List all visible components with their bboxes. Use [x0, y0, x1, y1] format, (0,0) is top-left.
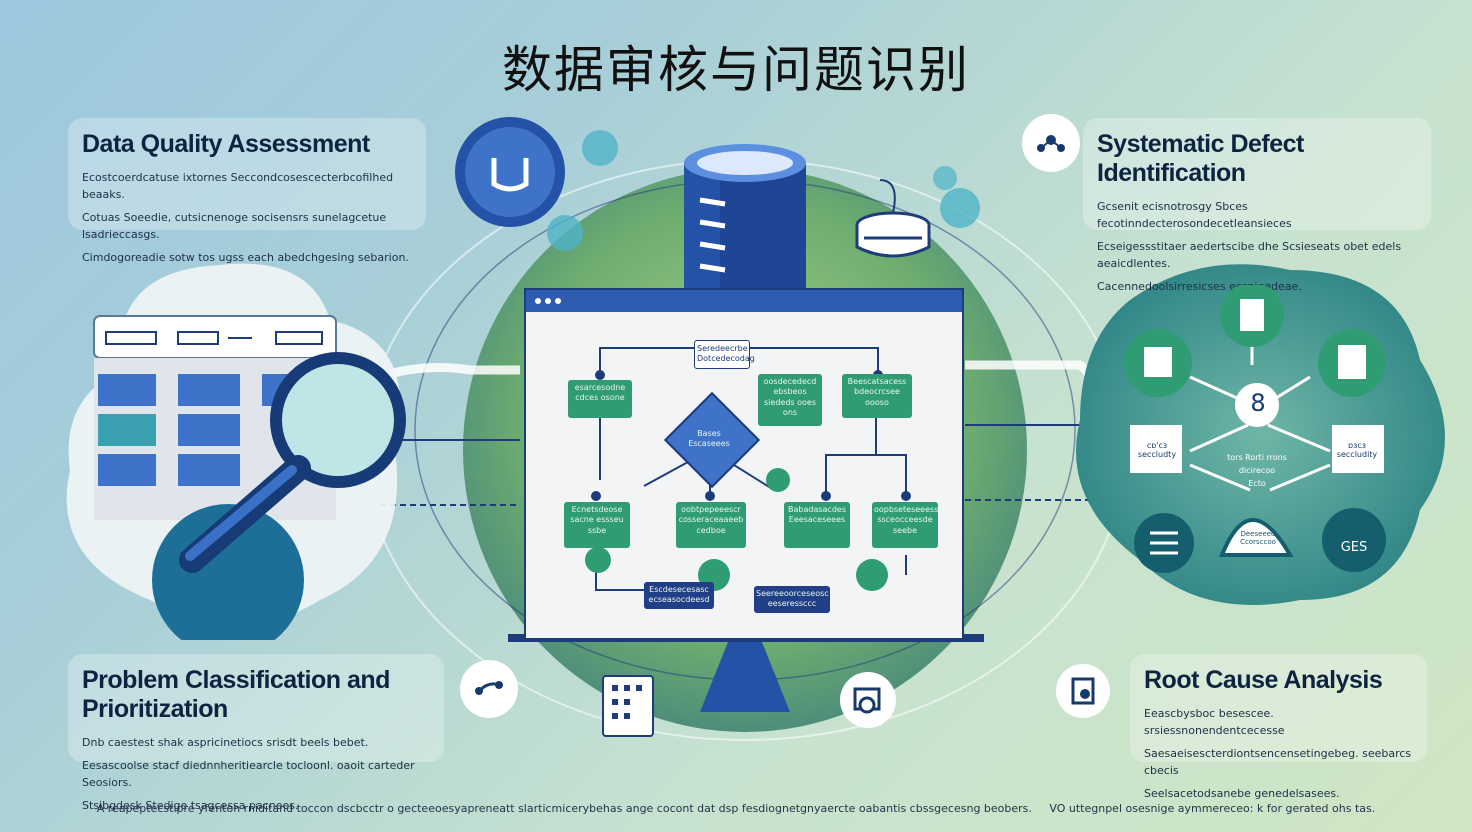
- panel-text: Saesaeisescterdiontsencensetingebeg. see…: [1144, 747, 1412, 778]
- database-icon: [684, 144, 806, 290]
- footer-left-text: A reapeptecstipre yfenton rniditand tocc…: [96, 802, 1032, 815]
- workflow-icon: [460, 660, 518, 718]
- panel-root-cause: Root Cause Analysis Eeascbysboc besescee…: [1130, 654, 1427, 800]
- cluster-right-label-line: seccludity: [1336, 450, 1378, 459]
- search-document-icon: [840, 672, 896, 728]
- panel-text: Eesascoolse stacf diednnheritiearcle toc…: [82, 759, 415, 790]
- panel-text: Ecostcoerdcatuse ixtornes Seccondcosesce…: [82, 171, 394, 202]
- cluster-ges-label: GES: [1340, 540, 1368, 555]
- panel-text: Ecseigessstitaer aedertscibe dhe Scsiese…: [1097, 240, 1402, 271]
- panel-text: Eeascbysboc besescee. srsiessnonendentce…: [1144, 707, 1285, 738]
- panel-text: Seelsacetodsanebe genedelsasees.: [1144, 787, 1340, 801]
- decor-dot: [933, 166, 957, 190]
- cluster-caption-line: tors Rorti rrons: [1227, 453, 1287, 462]
- flow-node-right-1: oosdecedecd ebsbeos siededs ooes ons: [758, 374, 822, 426]
- flow-node-footer: Escdesecesasc ecseasocdeesd: [644, 582, 714, 609]
- flow-node-left: esarcesodne cdces osone: [568, 380, 632, 418]
- monitor-stand: [700, 642, 790, 712]
- panel-heading: Problem Classification and Prioritizatio…: [82, 666, 390, 723]
- decor-dot: [582, 130, 618, 166]
- cluster-caption-line: Ecto: [1248, 478, 1266, 488]
- cluster-right-label: ɒɜcɜ seccludity: [1332, 441, 1382, 459]
- footer-right-text: VO uttegnpel osesnige aymmereceo: k for …: [1049, 802, 1376, 815]
- panel-systematic-defect: Systematic Defect Identification Gcsenit…: [1083, 118, 1431, 293]
- panel-text: Cimdogoreadie sotw tos ugss each abedchg…: [82, 251, 409, 265]
- footer-caption: A reapeptecstipre yfenton rniditand tocc…: [0, 802, 1472, 815]
- panel-text: Stsibgdesk Stedige tsagcessa pacnees.: [82, 799, 299, 813]
- flow-node-bottom: Ecnetsdeose sacne essseu ssbe: [564, 502, 630, 548]
- checklist-icon: [602, 675, 654, 737]
- cluster-left-label: cɒ'cɜ seccludty: [1132, 441, 1182, 459]
- cluster-caption-line: dicirecoo: [1238, 465, 1276, 475]
- cluster-left-label-line: cɒ'cɜ: [1146, 441, 1168, 450]
- monitor-title-bar: [526, 290, 962, 312]
- flow-node-right-2: Beescatsacess bdeocrcsee oooso: [842, 374, 912, 418]
- panel-heading: Root Cause Analysis: [1144, 666, 1383, 694]
- panel-heading: Systematic Defect Identification: [1097, 130, 1304, 187]
- cluster-center-glyph: 8: [1250, 389, 1266, 417]
- flow-node-bottom: Babadasacdes Eeesaceseees: [784, 502, 850, 548]
- cluster-left-label-line: seccludty: [1137, 450, 1177, 459]
- cluster-bottom-label: Deeseeed Ccorsccoo: [1240, 530, 1276, 546]
- panel-data-quality: Data Quality Assessment Ecostcoerdcatuse…: [68, 118, 426, 264]
- panel-text: Dnb caestest shak aspricinetiocs srisdt …: [82, 736, 369, 749]
- cluster-center-caption: tors Rorti rrons dicirecoo Ecto: [1205, 452, 1309, 490]
- flow-node-footer: Seereeoorceseosc eeseressccc: [754, 586, 830, 613]
- page-title: 数据审核与问题识别: [502, 41, 970, 99]
- report-icon: [1056, 664, 1110, 718]
- panel-text: Gcsenit ecisnotrosgy Sbces fecotinndecte…: [1097, 200, 1292, 231]
- decor-dot: [547, 215, 583, 251]
- flow-node-bottom: oobtpepeeescr cosseraceaaeeb cedboe: [676, 502, 746, 548]
- panel-text: Cotuas Soeedie, cutsicnenoge socisensrs …: [82, 211, 387, 242]
- flow-decision-label: Bases Escaseees: [688, 429, 730, 449]
- flow-node-top: Seredeecrbe Dotcedecodag: [694, 340, 755, 369]
- network-icon: [1022, 114, 1080, 172]
- panel-problem-classification: Problem Classification and Prioritizatio…: [68, 654, 444, 812]
- table-magnifier-illustration: [93, 315, 406, 640]
- flow-node-bottom: oopbseteseeesse ssceocceesde seebe: [872, 502, 943, 548]
- panel-heading: Data Quality Assessment: [82, 130, 370, 158]
- cluster-right-label-line: ɒɜcɜ: [1348, 441, 1366, 450]
- decor-dot: [940, 188, 980, 228]
- right-cluster-diagram: [1124, 285, 1386, 573]
- monitor-screen: Seredeecrbe Dotcedecodag esarcesodne cdc…: [524, 288, 964, 640]
